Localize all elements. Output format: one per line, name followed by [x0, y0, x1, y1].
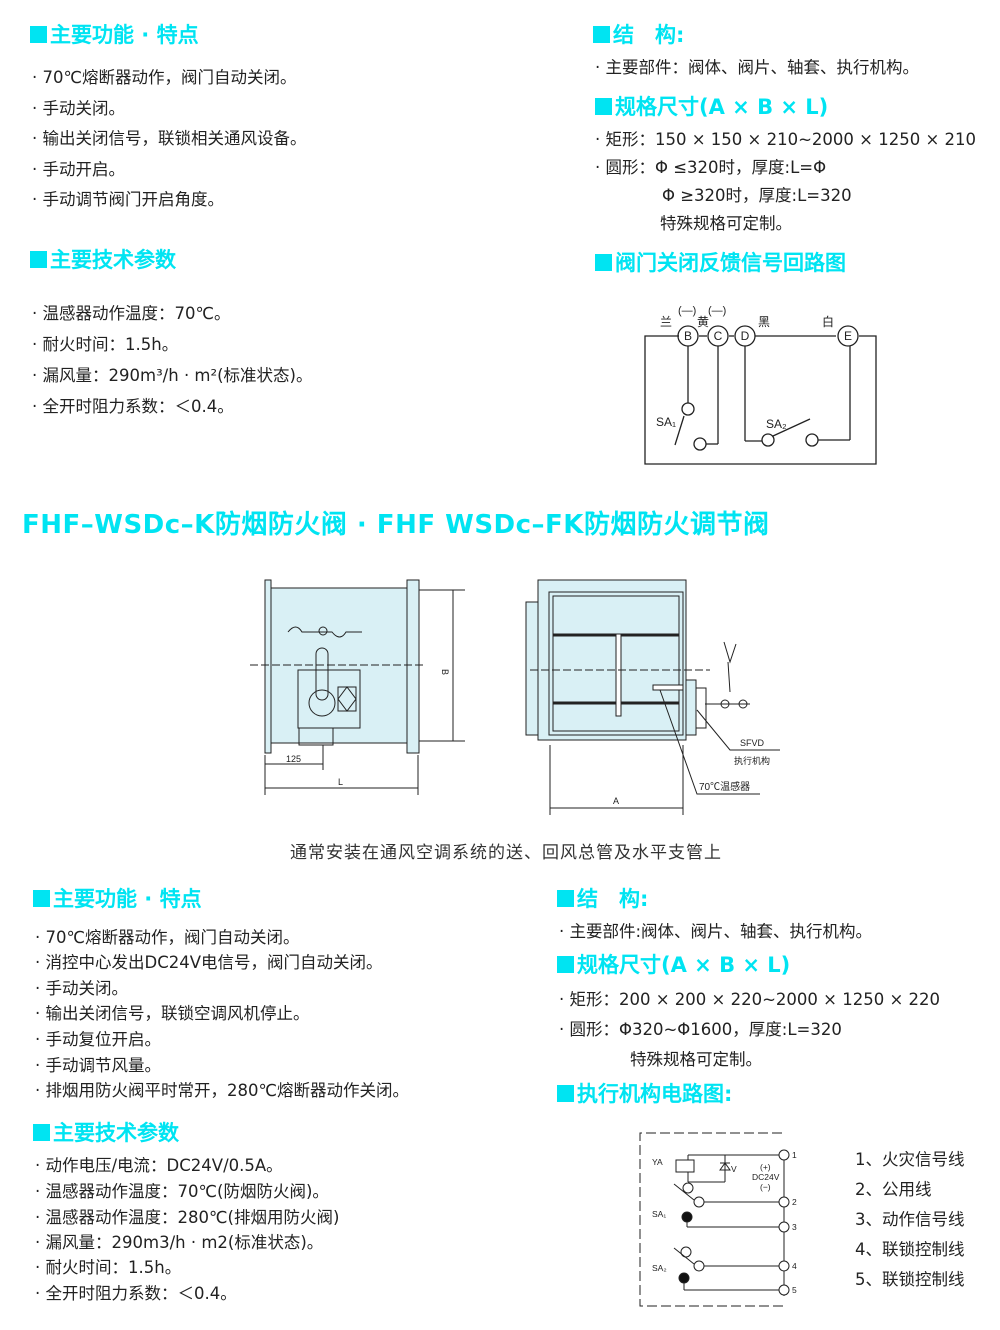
terminal-e: E — [844, 329, 852, 343]
params-heading: 主要技术参数 — [30, 247, 176, 273]
param-item: 全开时阻力系数：＜0.4。 — [32, 397, 234, 417]
param-item: 温感器动作温度：280℃(排烟用防火阀) — [35, 1208, 340, 1228]
terminal-d: D — [741, 329, 750, 343]
install-caption: 通常安装在通风空调系统的送、回风总管及水平支管上 — [290, 843, 722, 863]
terminal-4: 4 — [792, 1261, 797, 1271]
feature-item: 70℃熔断器动作，阀门自动关闭。 — [35, 928, 300, 948]
param-item: 动作电压/电流：DC24V/0.5A。 — [35, 1156, 283, 1176]
feature-item: 消控中心发出DC24V电信号，阀门自动关闭。 — [35, 953, 383, 973]
legend-item: 3、动作信号线 — [855, 1210, 965, 1229]
v-label: V — [731, 1164, 737, 1174]
spec-item: 圆形：Φ ≤320时，厚度:L=Φ — [595, 158, 827, 178]
terminal-3: 3 — [792, 1222, 797, 1232]
param-item: 全开时阻力系数：＜0.4。 — [35, 1284, 237, 1304]
terminal-c: C — [714, 329, 723, 343]
legend-item: 2、公用线 — [855, 1180, 932, 1199]
dim-125: 125 — [286, 754, 301, 764]
dim-b: B — [440, 669, 450, 675]
terminal-b: B — [684, 329, 692, 343]
wire-label: 黑 — [758, 315, 770, 329]
damper-drawing: B 125 L A SFVD 执行机构 70℃温感器 — [250, 579, 780, 815]
dim-l: L — [338, 777, 343, 787]
terminal-1: 1 — [792, 1150, 797, 1160]
sensor-label: 70℃温感器 — [699, 780, 750, 793]
plus-label: (+) — [760, 1162, 771, 1172]
spec-extra: 特殊规格可定制。 — [660, 214, 792, 233]
sfvd-label: SFVD — [740, 738, 765, 748]
spec-item: 矩形：200 × 200 × 220~2000 × 1250 × 220 — [559, 990, 941, 1010]
sa2-label: SA₂ — [652, 1263, 667, 1273]
feature-item: 手动开启。 — [32, 160, 126, 180]
spec-heading: 规格尺寸(A × B × L) — [595, 94, 828, 120]
minus-label: (−) — [760, 1182, 771, 1192]
actuator-circuit-diagram: YA V (+) DC24V (−) SA₁ SA₂ 1 2 3 4 5 — [639, 1132, 797, 1307]
feature-item: 输出关闭信号，联锁空调风机停止。 — [35, 1004, 310, 1024]
spec-heading: 规格尺寸(A × B × L) — [557, 952, 790, 978]
param-item: 温感器动作温度：70℃(防烟防火阀)。 — [35, 1182, 329, 1202]
params-heading: 主要技术参数 — [33, 1120, 179, 1146]
structure-heading: 结 构: — [557, 886, 648, 912]
circuit-heading: 执行机构电路图: — [557, 1081, 732, 1107]
feature-item: 70℃熔断器动作，阀门自动关闭。 — [32, 68, 297, 88]
neg-label: (—) — [708, 305, 726, 317]
circuit-heading: 阀门关闭反馈信号回路图 — [595, 250, 846, 276]
feature-item: 手动复位开启。 — [35, 1030, 162, 1050]
terminal-5: 5 — [792, 1285, 797, 1295]
spec-item: 矩形：150 × 150 × 210~2000 × 1250 × 210 — [595, 130, 977, 150]
feature-item: 手动调节风量。 — [35, 1056, 162, 1076]
feature-item: 手动调节阀门开启角度。 — [32, 190, 225, 210]
param-item: 耐火时间：1.5h。 — [32, 335, 179, 355]
wire-label: 兰 — [660, 315, 672, 329]
features-heading: 主要功能 · 特点 — [30, 22, 199, 48]
param-item: 温感器动作温度：70℃。 — [32, 304, 231, 324]
terminal-2: 2 — [792, 1197, 797, 1207]
feedback-circuit-diagram: B C D E 兰 黄 黑 白 (—) (—) SA₁ SA₂ — [644, 305, 877, 465]
dim-a: A — [613, 796, 619, 806]
sa2-label: SA₂ — [766, 417, 787, 431]
structure-item: 主要部件:阀体、阀片、轴套、执行机构。 — [559, 922, 873, 942]
param-item: 漏风量：290m3/h · m2(标准状态)。 — [35, 1233, 324, 1253]
legend-item: 5、联锁控制线 — [855, 1270, 965, 1289]
wire-label: 黄 — [697, 315, 709, 329]
product-title: FHF–WSDc–K防烟防火阀 · FHF WSDc–FK防烟防火调节阀 — [22, 510, 770, 540]
actuator-label: 执行机构 — [734, 755, 770, 766]
param-item: 耐火时间：1.5h。 — [35, 1258, 182, 1278]
wire-label: 白 — [822, 314, 834, 329]
ya-label: YA — [652, 1157, 663, 1167]
structure-heading: 结 构: — [593, 22, 684, 48]
feature-item: 排烟用防火阀平时常开，280℃熔断器动作关闭。 — [35, 1081, 410, 1101]
param-item: 漏风量：290m³/h · m²(标准状态)。 — [32, 366, 313, 386]
sa1-label: SA₁ — [652, 1209, 666, 1219]
feature-item: 输出关闭信号，联锁相关通风设备。 — [32, 129, 307, 149]
sa1-label: SA₁ — [656, 415, 676, 429]
feature-item: 手动关闭。 — [35, 979, 129, 999]
feature-item: 手动关闭。 — [32, 99, 126, 119]
dc24v-label: DC24V — [752, 1172, 780, 1182]
neg-label: (—) — [678, 305, 696, 317]
structure-item: 主要部件：阀体、阀片、轴套、执行机构。 — [595, 58, 920, 78]
features-heading: 主要功能 · 特点 — [33, 886, 202, 912]
legend-item: 4、联锁控制线 — [855, 1240, 965, 1259]
spec-item: 圆形：Φ320~Φ1600，厚度:L=320 — [559, 1020, 842, 1040]
legend-item: 1、火灾信号线 — [855, 1150, 965, 1169]
spec-extra: Φ ≥320时，厚度:L=320 — [662, 186, 852, 205]
spec-extra: 特殊规格可定制。 — [630, 1050, 762, 1069]
